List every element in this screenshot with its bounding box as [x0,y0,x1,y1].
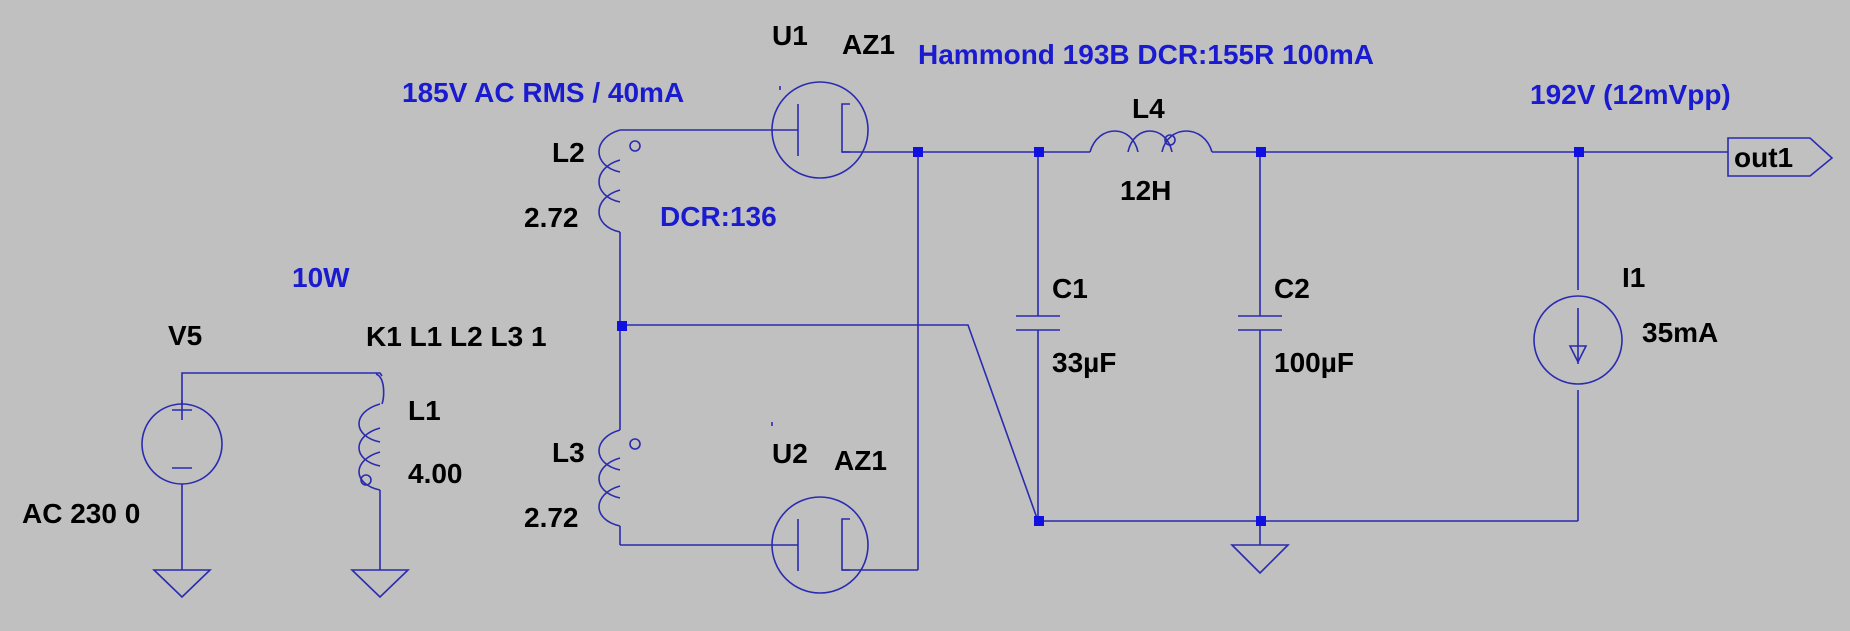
vacuum-diode-icon[interactable] [768,422,869,594]
l3-value: 2.72 [524,502,579,533]
wire-v5-top [181,372,383,405]
capacitor-icon[interactable] [1016,315,1060,331]
port-arrow-icon [1727,137,1834,177]
l4-name: L4 [1132,93,1165,124]
ground-icon [1230,544,1290,575]
l1-name: L1 [408,395,441,426]
annotation-choke: Hammond 193B DCR:155R 100mA [918,39,1374,70]
junction-dot [1256,147,1266,157]
c1-name: C1 [1052,273,1088,304]
inductor-icon[interactable] [598,129,641,250]
v5-value: AC 230 0 [22,498,140,529]
ac-voltage-source-icon[interactable] [141,400,223,485]
i1-name: I1 [1622,262,1645,293]
l2-name: L2 [552,137,585,168]
wires [181,129,1728,571]
junction-dot [913,147,923,157]
junction-dot [1574,147,1584,157]
l4-value: 12H [1120,175,1171,206]
inductor-icon[interactable] [358,403,381,496]
v5-name: V5 [168,320,202,351]
inductor-icon[interactable] [1089,130,1213,153]
wire-ct-return [622,324,1039,522]
coupling-directive: K1 L1 L2 L3 1 [366,321,547,352]
annotation-dcr: DCR:136 [660,201,777,232]
vacuum-diode-icon[interactable] [768,81,869,179]
l2-value: 2.72 [524,202,579,233]
c2-name: C2 [1274,273,1310,304]
c2-value: 100µF [1274,347,1354,378]
annotations: 10W 185V AC RMS / 40mA DCR:136 Hammond 1… [292,39,1731,293]
component-labels: V5 AC 230 0 L1 4.00 L2 2.72 L3 2.72 L4 1… [22,20,1718,533]
u1-name: U1 [772,20,808,51]
l1-value: 4.00 [408,458,463,489]
current-source-icon[interactable] [1533,295,1623,385]
junction-dot [1034,147,1044,157]
wire-l1-top [375,373,385,405]
port-label: out1 [1734,142,1793,173]
l3-name: L3 [552,437,585,468]
capacitor-icon[interactable] [1238,315,1282,331]
ground-icon [152,569,212,599]
u2-value: AZ1 [834,445,887,476]
c1-value: 33µF [1052,347,1116,378]
u1-value: AZ1 [842,29,895,60]
junction-dot [1034,516,1044,526]
junction-dot [617,321,627,331]
u2-name: U2 [772,438,808,469]
annotation-output: 192V (12mVpp) [1530,79,1731,110]
annotation-secondary: 185V AC RMS / 40mA [402,77,684,108]
i1-value: 35mA [1642,317,1718,348]
junction-dot [1256,516,1266,526]
annotation-power: 10W [292,262,350,293]
ground-icon [350,569,410,599]
junctions [617,147,1584,526]
output-port[interactable]: out1 [1727,137,1834,177]
inductor-icon[interactable] [598,429,641,545]
